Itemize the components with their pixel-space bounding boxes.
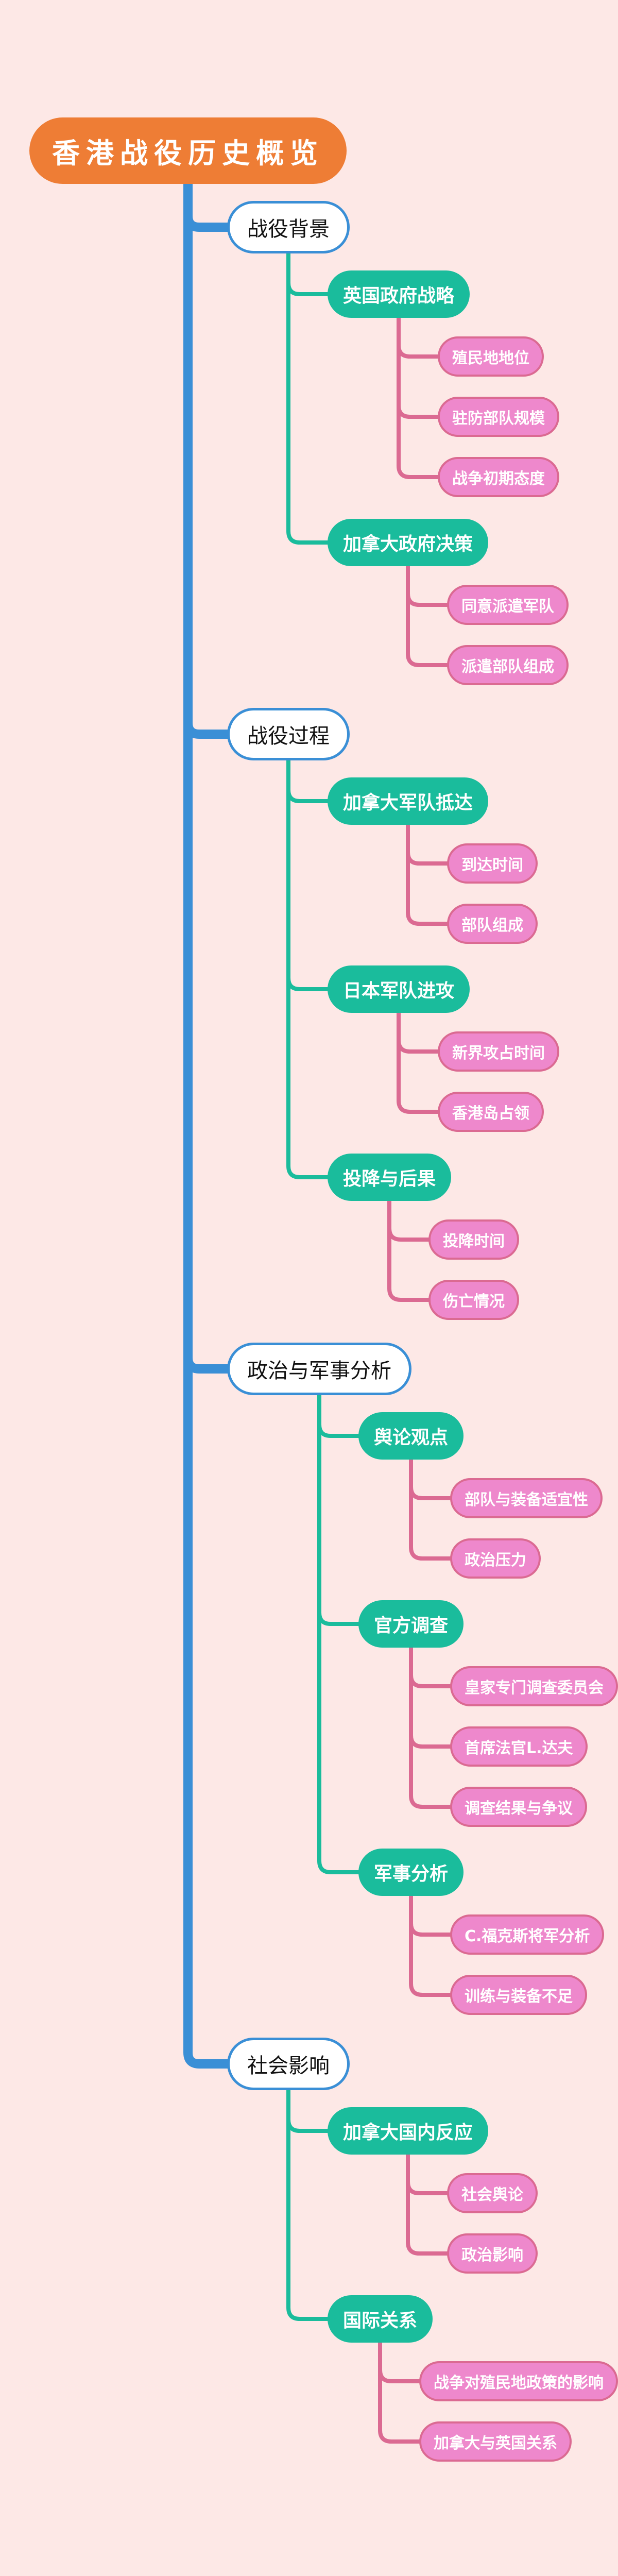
- connector-line: [286, 250, 332, 545]
- subtopic[interactable]: 军事分析: [358, 1849, 464, 1896]
- subtopic[interactable]: 国际关系: [328, 2295, 433, 2343]
- detail-topic[interactable]: 训练与装备不足: [450, 1975, 587, 2015]
- connector-line: [406, 2151, 451, 2256]
- detail-topic[interactable]: 驻防部队规模: [438, 397, 559, 437]
- connector-line: [286, 2087, 332, 2321]
- connector-line: [409, 1645, 454, 1809]
- detail-topic[interactable]: 皇家专门调查委员会: [450, 1666, 618, 1706]
- main-topic[interactable]: 社会影响: [227, 2038, 350, 2090]
- detail-topic[interactable]: 社会舆论: [447, 2173, 538, 2213]
- connector-line: [183, 178, 234, 739]
- connector-line: [286, 250, 332, 296]
- connector-line: [317, 1392, 363, 1438]
- detail-topic[interactable]: 派遣部队组成: [447, 645, 569, 685]
- subtopic[interactable]: 加拿大政府决策: [328, 519, 489, 566]
- detail-topic[interactable]: 政治压力: [450, 1538, 541, 1579]
- connector-line: [183, 178, 234, 232]
- connector-line: [286, 2087, 332, 2133]
- main-topic[interactable]: 战役背景: [227, 201, 350, 253]
- connector-line: [183, 178, 234, 1374]
- detail-topic[interactable]: 战争初期态度: [438, 457, 559, 497]
- detail-topic[interactable]: 调查结果与争议: [450, 1787, 587, 1827]
- connector-line: [406, 822, 451, 926]
- detail-topic[interactable]: 伤亡情况: [428, 1280, 519, 1320]
- connector-line: [409, 1893, 454, 1937]
- detail-topic[interactable]: 部队与装备适宜性: [450, 1478, 603, 1518]
- connector-layer: [183, 178, 454, 2444]
- subtopic[interactable]: 投降与后果: [328, 1154, 452, 1201]
- detail-topic[interactable]: 加拿大与英国关系: [419, 2421, 572, 2462]
- connector-line: [387, 1198, 433, 1302]
- connector-line: [397, 315, 442, 419]
- connector-line: [317, 1392, 363, 1626]
- detail-topic[interactable]: 投降时间: [428, 1219, 519, 1260]
- subtopic[interactable]: 加拿大国内反应: [328, 2107, 489, 2155]
- detail-topic[interactable]: 香港岛占领: [438, 1092, 544, 1132]
- connector-line: [183, 178, 234, 2069]
- connector-line: [387, 1198, 433, 1242]
- connector-line: [397, 1010, 442, 1054]
- detail-topic[interactable]: 首席法官L.达夫: [450, 1726, 588, 1767]
- connector-line: [406, 2151, 451, 2195]
- connector-line: [409, 1456, 454, 1500]
- subtopic[interactable]: 加拿大军队抵达: [328, 777, 489, 825]
- connector-line: [286, 757, 332, 991]
- subtopic[interactable]: 英国政府战略: [328, 270, 470, 318]
- detail-topic[interactable]: 部队组成: [447, 904, 538, 944]
- main-topic[interactable]: 政治与军事分析: [227, 1343, 411, 1395]
- connector-line: [406, 563, 451, 667]
- detail-topic[interactable]: C.福克斯将军分析: [450, 1914, 605, 1955]
- connector-line: [409, 1645, 454, 1688]
- detail-topic[interactable]: 同意派遣军队: [447, 585, 569, 625]
- subtopic[interactable]: 官方调查: [358, 1600, 464, 1648]
- connector-line: [409, 1893, 454, 1997]
- connector-line: [317, 1392, 363, 1874]
- detail-topic[interactable]: 殖民地地位: [438, 336, 544, 377]
- main-topic[interactable]: 战役过程: [227, 708, 350, 760]
- connector-line: [397, 315, 442, 359]
- detail-topic[interactable]: 政治影响: [447, 2233, 538, 2274]
- connector-line: [378, 2340, 423, 2444]
- subtopic[interactable]: 舆论观点: [358, 1412, 464, 1460]
- connector-line: [406, 822, 451, 866]
- detail-topic[interactable]: 新界攻占时间: [438, 1031, 559, 1072]
- connector-line: [406, 563, 451, 607]
- mindmap-canvas: 香港战役历史概览战役背景英国政府战略殖民地地位驻防部队规模战争初期态度加拿大政府…: [29, 117, 618, 2462]
- connector-line: [409, 1456, 454, 1561]
- root-topic[interactable]: 香港战役历史概览: [29, 117, 347, 184]
- connector-line: [409, 1645, 454, 1749]
- connector-line: [397, 315, 442, 479]
- connector-line: [286, 757, 332, 803]
- connector-line: [378, 2340, 423, 2383]
- subtopic[interactable]: 日本军队进攻: [328, 965, 470, 1013]
- connector-line: [397, 1010, 442, 1114]
- detail-topic[interactable]: 战争对殖民地政策的影响: [419, 2361, 618, 2401]
- detail-topic[interactable]: 到达时间: [447, 843, 538, 884]
- connector-line: [286, 757, 332, 1179]
